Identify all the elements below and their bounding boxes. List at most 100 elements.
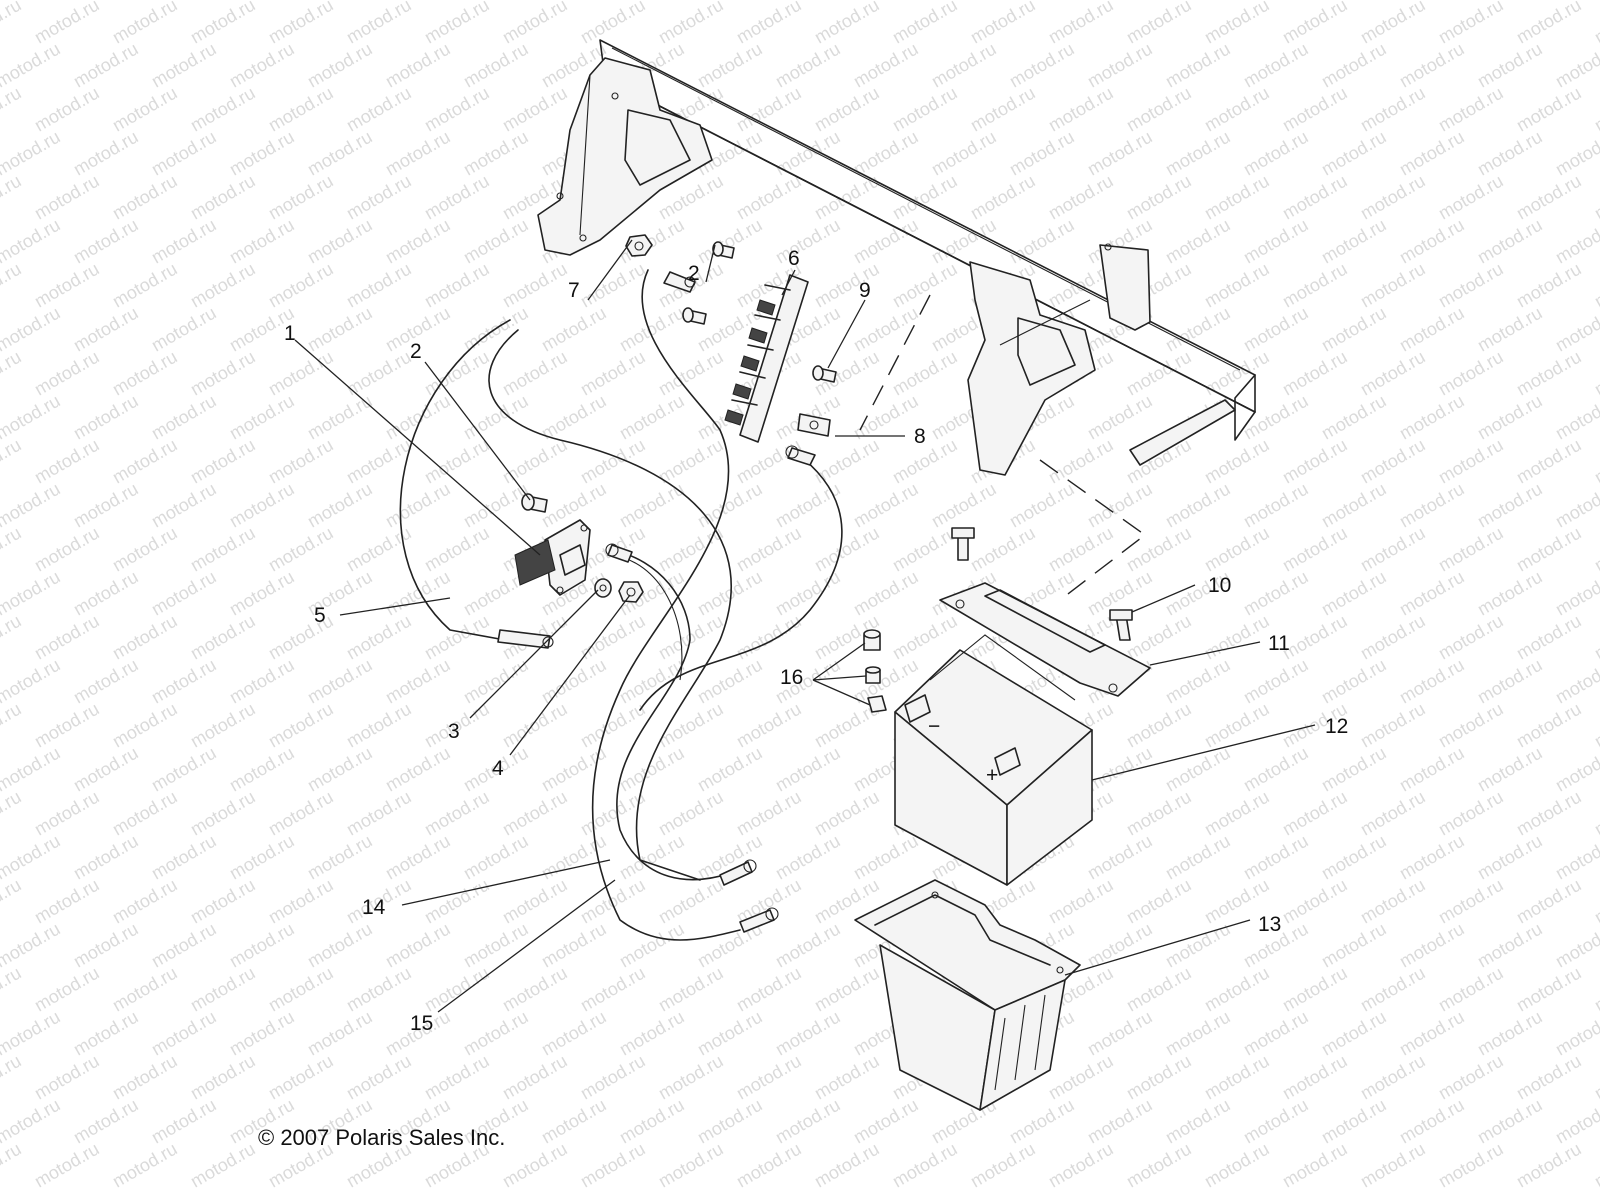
watermark-text: motod.ru [148, 1095, 220, 1148]
watermark-text: motod.ru [109, 1051, 181, 1104]
watermark-text: motod.ru [733, 435, 805, 488]
watermark-text: motod.ru [382, 39, 454, 92]
watermark-text: motod.ru [460, 391, 532, 444]
watermark-text: motod.ru [148, 215, 220, 268]
watermark-text: motod.ru [1084, 919, 1156, 972]
watermark-text: motod.ru [1552, 215, 1600, 268]
watermark-text: motod.ru [187, 1051, 259, 1104]
watermark-text: motod.ru [1123, 347, 1195, 400]
watermark-text: motod.ru [343, 171, 415, 224]
watermark-text: motod.ru [148, 479, 220, 532]
watermark-text: motod.ru [1318, 919, 1390, 972]
watermark-text: motod.ru [1279, 875, 1351, 928]
watermark-text: motod.ru [1396, 215, 1468, 268]
watermark-text: motod.ru [577, 347, 649, 400]
watermark-text: motod.ru [1435, 259, 1507, 312]
watermark-text: motod.ru [811, 787, 883, 840]
watermark-text: motod.ru [1474, 127, 1546, 180]
watermark-text: motod.ru [421, 0, 493, 47]
watermark-text: motod.ru [616, 1095, 688, 1148]
watermark-text: motod.ru [1084, 479, 1156, 532]
watermark-text: motod.ru [1552, 831, 1600, 884]
watermark-text: motod.ru [304, 479, 376, 532]
watermark-text: motod.ru [1591, 1051, 1600, 1104]
watermark-text: motod.ru [382, 127, 454, 180]
watermark-text: motod.ru [1474, 479, 1546, 532]
watermark-text: motod.ru [967, 0, 1039, 47]
watermark-text: motod.ru [1318, 1007, 1390, 1060]
watermark-text: motod.ru [577, 1051, 649, 1104]
battery-positive-label: + [986, 764, 998, 787]
watermark-text: motod.ru [1279, 787, 1351, 840]
watermark-text: motod.ru [1591, 523, 1600, 576]
watermark-text: motod.ru [1552, 479, 1600, 532]
vehicle-frame [537, 39, 1256, 476]
watermark-text: motod.ru [31, 347, 103, 400]
watermark-text: motod.ru [1045, 83, 1117, 136]
watermark-text: motod.ru [1123, 611, 1195, 664]
watermark-text: motod.ru [304, 215, 376, 268]
watermark-text: motod.ru [1435, 171, 1507, 224]
watermark-text: motod.ru [187, 0, 259, 47]
watermark-text: motod.ru [1045, 1051, 1117, 1104]
watermark-text: motod.ru [1591, 699, 1600, 752]
watermark-text: motod.ru [1435, 875, 1507, 928]
watermark-text: motod.ru [889, 347, 961, 400]
watermark-text: motod.ru [1396, 919, 1468, 972]
watermark-text: motod.ru [70, 479, 142, 532]
watermark-text: motod.ru [0, 699, 25, 752]
watermark-text: motod.ru [0, 303, 64, 356]
watermark-text: motod.ru [733, 171, 805, 224]
watermark-text: motod.ru [655, 347, 727, 400]
watermark-text: motod.ru [655, 699, 727, 752]
watermark-text: motod.ru [1201, 259, 1273, 312]
watermark-text: motod.ru [460, 39, 532, 92]
watermark-text: motod.ru [1513, 787, 1585, 840]
watermark-text: motod.ru [1435, 0, 1507, 47]
watermark-text: motod.ru [109, 963, 181, 1016]
watermark-text: motod.ru [109, 1139, 181, 1192]
watermark-text: motod.ru [655, 963, 727, 1016]
watermark-text: motod.ru [1552, 127, 1600, 180]
watermark-text: motod.ru [421, 963, 493, 1016]
watermark-text: motod.ru [811, 523, 883, 576]
watermark-text: motod.ru [265, 347, 337, 400]
watermark-text: motod.ru [0, 171, 25, 224]
cable-harness [399, 269, 843, 941]
watermark-text: motod.ru [0, 963, 25, 1016]
watermark-text: motod.ru [148, 919, 220, 972]
watermark-text: motod.ru [1513, 875, 1585, 928]
watermark-text: motod.ru [1279, 523, 1351, 576]
watermark-text: motod.ru [538, 1095, 610, 1148]
watermark-text: motod.ru [655, 435, 727, 488]
watermark-text: motod.ru [538, 391, 610, 444]
watermark-text: motod.ru [0, 83, 25, 136]
watermark-text: motod.ru [421, 347, 493, 400]
watermark-text: motod.ru [31, 0, 103, 47]
watermark-text: motod.ru [1162, 39, 1234, 92]
watermark-text: motod.ru [109, 611, 181, 664]
watermark-text: motod.ru [1396, 391, 1468, 444]
battery-box [854, 879, 1081, 1111]
watermark-text: motod.ru [499, 259, 571, 312]
watermark-text: motod.ru [421, 787, 493, 840]
starter-relay [514, 519, 591, 596]
watermark-text: motod.ru [70, 1007, 142, 1060]
watermark-text: motod.ru [1162, 743, 1234, 796]
watermark-text: motod.ru [1513, 0, 1585, 47]
watermark-text: motod.ru [1162, 919, 1234, 972]
watermark-text: motod.ru [109, 259, 181, 312]
watermark-text: motod.ru [1240, 655, 1312, 708]
watermark-text: motod.ru [31, 1051, 103, 1104]
watermark-text: motod.ru [1240, 303, 1312, 356]
watermark-text: motod.ru [226, 743, 298, 796]
watermark-text: motod.ru [265, 171, 337, 224]
watermark-text: motod.ru [265, 435, 337, 488]
watermark-text: motod.ru [811, 435, 883, 488]
watermark-text: motod.ru [265, 0, 337, 47]
watermark-text: motod.ru [1123, 523, 1195, 576]
watermark-text: motod.ru [1279, 435, 1351, 488]
watermark-text: motod.ru [0, 391, 64, 444]
watermark-text: motod.ru [1474, 919, 1546, 972]
watermark-text: motod.ru [109, 699, 181, 752]
